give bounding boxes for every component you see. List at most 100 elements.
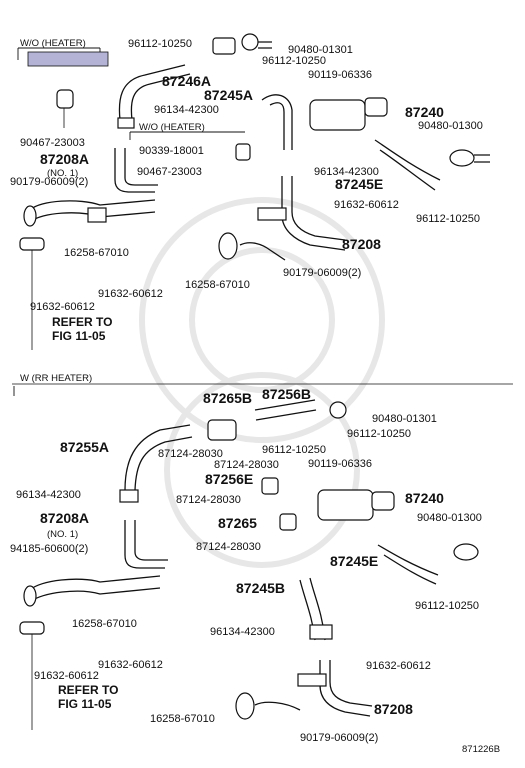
hose-87245A [261,94,293,150]
label-87208: 87208 [342,236,381,252]
label-90179-06009: 90179-06009(2) [300,732,378,744]
label-90467-23003: 90467-23003 [137,166,202,178]
bottom-section: W (RR HEATER) 87265B 87256B 90480-01301 [10,373,482,744]
flange-part [23,205,37,227]
bracket-87208 [257,207,287,221]
hose-87245E [377,544,439,585]
label-fig-11-05: FIG 11-05 [52,329,106,343]
label-90119-06336: 90119-06336 [308,458,372,470]
label-87265B: 87265B [203,390,252,406]
label-96112-10250: 96112-10250 [347,428,411,440]
label-87124-28030: 87124-28030 [176,494,241,506]
hose-87245E [374,139,441,191]
label-96112-10250: 96112-10250 [415,600,479,612]
flange-right [449,149,475,167]
label-91632-60612: 91632-60612 [34,670,99,682]
label-96112-10250: 96112-10250 [416,213,480,225]
flange-part [23,585,37,607]
hose-87255A [124,424,193,491]
label-no-1: (NO. 1) [47,168,78,179]
pipe-87208A-lower [29,575,161,603]
sub-section-title: W/O (HEATER) [139,122,205,133]
label-90339-18001: 90339-18001 [139,145,204,157]
flange-right [453,543,479,561]
flange-87208 [235,692,255,720]
label-90480-01300: 90480-01300 [417,512,482,524]
label-87208A: 87208A [40,510,89,526]
label-16258-67010: 16258-67010 [72,618,137,630]
pipe-87208-end [254,701,301,711]
label-90467-23003: 90467-23003 [20,137,85,149]
gasket-part [19,237,45,251]
plug-part [56,89,74,109]
label-96134-42300: 96134-42300 [210,626,275,638]
label-94185-60600: 94185-60600(2) [10,543,88,555]
label-16258-67010: 16258-67010 [185,279,250,291]
label-87265: 87265 [218,515,257,531]
sub-title-frame [129,131,245,140]
label-90119-06336: 90119-06336 [308,69,372,81]
label-90179-06009: 90179-06009(2) [10,176,88,188]
watermark-emblem [139,197,385,568]
label-87124-28030: 87124-28030 [214,459,279,471]
label-96134-42300: 96134-42300 [314,166,379,178]
label-87240: 87240 [405,490,444,506]
label-91632-60612: 91632-60612 [334,199,399,211]
label-91632-60612: 91632-60612 [30,301,95,313]
part-87256E [261,477,279,495]
valve-cap [364,97,388,117]
valve-cap [371,491,395,511]
valve-87240 [317,489,374,521]
label-91632-60612: 91632-60612 [98,659,163,671]
label-87256B: 87256B [262,386,311,402]
label-87124-28030: 87124-28030 [196,541,261,553]
hose-87256B [254,399,317,421]
label-87245A: 87245A [204,87,253,103]
bracket-part [87,207,107,223]
fitting-part [212,37,236,55]
label-87255A: 87255A [60,439,109,455]
label-87124-28030: 87124-28030 [158,448,223,460]
label-91632-60612: 91632-60612 [98,288,163,300]
clamp-part [119,489,139,503]
label-87256E: 87256E [205,471,253,487]
label-fig-11-05: FIG 11-05 [58,697,112,711]
pipe-stub [258,41,272,49]
label-96112-10250: 96112-10250 [262,55,326,67]
pipe-stub-right [474,154,490,163]
label-16258-67010: 16258-67010 [64,247,129,259]
cap-90339 [235,143,251,161]
label-90480-01301: 90480-01301 [372,413,437,425]
valve-87240 [309,99,366,131]
pipe-87208A [124,520,168,569]
label-96134-42300: 96134-42300 [154,104,219,116]
label-87245E: 87245E [335,176,383,192]
figure-code: 871226B [462,744,500,755]
part-87265 [279,513,297,531]
highlight-box [27,51,109,67]
label-90480-01301: 90480-01301 [288,44,353,56]
gasket-part [19,621,45,635]
label-90480-01300: 90480-01300 [418,120,483,132]
pipe-87208-end [239,242,286,261]
label-87208A: 87208A [40,151,89,167]
clamp-part [117,117,135,129]
label-96112-10250: 96112-10250 [128,38,192,50]
label-no-1: (NO. 1) [47,529,78,540]
label-91632-60612: 91632-60612 [366,660,431,672]
pipe-87208 [319,660,373,717]
bracket-87208 [297,673,327,687]
label-87245B: 87245B [236,580,285,596]
label-87246A: 87246A [162,73,211,89]
label-refer-to: REFER TO [52,315,112,329]
top-section-title: W/O (HEATER) [20,38,86,49]
label-refer-to: REFER TO [58,683,118,697]
label-90179-06009: 90179-06009(2) [283,267,361,279]
label-87245E: 87245E [330,553,378,569]
joint-87265B [207,419,237,441]
label-87208: 87208 [374,701,413,717]
pipe-87208A [114,148,158,193]
hose-87246A [118,64,191,121]
fitting-circle [329,401,347,419]
